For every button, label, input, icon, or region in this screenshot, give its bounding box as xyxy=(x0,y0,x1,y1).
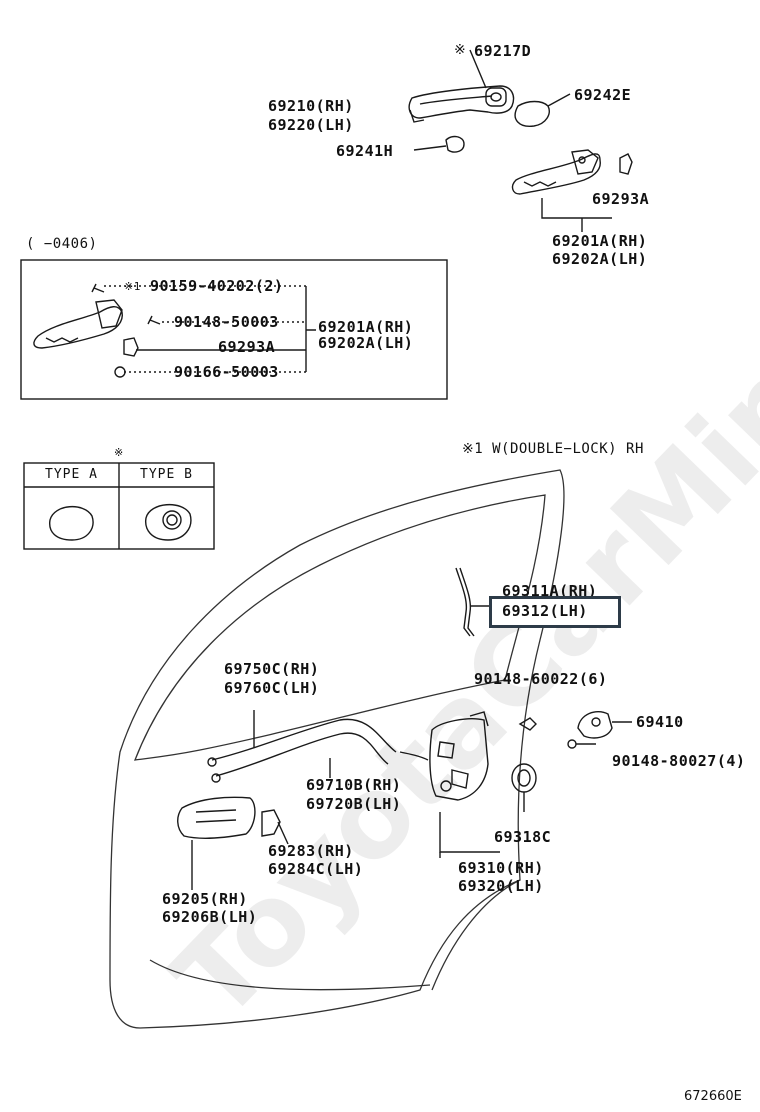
clip-icon xyxy=(619,153,633,175)
label-69318C: 69318C xyxy=(494,828,552,846)
label-inset-69293A: 69293A xyxy=(218,338,276,356)
handle-pad-icon xyxy=(413,135,465,153)
inset-range-label: ( −0406) xyxy=(26,236,98,252)
drawing-number: 672660E xyxy=(684,1089,742,1104)
label-69293A: 69293A xyxy=(592,190,650,208)
door-outline xyxy=(109,469,565,1029)
label-69312-lh: 69312(LH) xyxy=(502,602,588,620)
label-69201A-rh: 69201A(RH) xyxy=(552,232,648,250)
bolt-icon xyxy=(91,283,161,378)
label-90159-40202: 90159-40202(2) xyxy=(150,277,284,295)
label-90148-60022: 90148-60022(6) xyxy=(474,670,608,688)
label-69750C-rh: 69750C(RH) xyxy=(224,660,320,678)
type-b-cap-icon xyxy=(145,503,192,541)
striker-icon xyxy=(577,710,632,739)
leader-line xyxy=(469,49,487,89)
main-note: ※1 W(DOUBLE−LOCK) RH xyxy=(462,441,644,457)
type-b-header: TYPE B xyxy=(140,467,193,482)
type-table-mark: ※ xyxy=(114,446,124,459)
label-90148-50003: 90148-50003 xyxy=(174,313,279,331)
switch-icon xyxy=(261,809,289,845)
inset-mark: ※1 xyxy=(124,280,141,293)
type-a-header: TYPE A xyxy=(45,467,98,482)
clip-icon xyxy=(123,337,139,357)
leader-line xyxy=(541,198,612,232)
label-69311A-rh: 69311A(RH) xyxy=(502,582,598,600)
note-mark: ※ xyxy=(454,42,467,58)
label-69210-rh: 69210(RH) xyxy=(268,97,354,115)
label-69241H: 69241H xyxy=(336,142,394,160)
type-table-frame xyxy=(23,462,215,550)
label-inset-69201A-rh: 69201A(RH) xyxy=(318,318,414,336)
label-90148-80027: 90148-80027(4) xyxy=(612,752,746,770)
door-lock-icon xyxy=(429,711,500,853)
screw-icon xyxy=(518,717,596,749)
plug-icon xyxy=(511,763,537,812)
inset-box-frame xyxy=(20,259,448,400)
label-69720B-lh: 69720B(LH) xyxy=(306,795,402,813)
leader-line xyxy=(104,285,306,373)
label-69202A-lh: 69202A(LH) xyxy=(552,250,648,268)
label-69284C-lh: 69284C(LH) xyxy=(268,860,364,878)
label-69206B-lh: 69206B(LH) xyxy=(162,908,258,926)
handle-frame-icon xyxy=(511,149,601,195)
label-69310-rh: 69310(RH) xyxy=(458,859,544,877)
label-69410: 69410 xyxy=(636,713,684,731)
leader-line xyxy=(136,286,316,372)
outside-handle-icon xyxy=(408,85,515,123)
label-69242E: 69242E xyxy=(574,86,632,104)
cable-icon xyxy=(207,710,429,783)
label-90166-50003: 90166-50003 xyxy=(174,363,279,381)
label-69217D: 69217D xyxy=(474,42,532,60)
type-a-cap-icon xyxy=(49,506,94,541)
label-69760C-lh: 69760C(LH) xyxy=(224,679,320,697)
label-69710B-rh: 69710B(RH) xyxy=(306,776,402,794)
inset-frame-icon xyxy=(33,299,123,349)
highlighted-part-box[interactable]: 69312(LH) xyxy=(489,596,621,628)
inner-handle-icon xyxy=(177,796,256,890)
label-69283-rh: 69283(RH) xyxy=(268,842,354,860)
lock-rod-icon xyxy=(455,567,490,637)
label-69220-lh: 69220(LH) xyxy=(268,116,354,134)
label-69320-lh: 69320(LH) xyxy=(458,877,544,895)
label-69205-rh: 69205(RH) xyxy=(162,890,248,908)
handle-cap-icon xyxy=(514,93,571,127)
label-inset-69202A-lh: 69202A(LH) xyxy=(318,334,414,352)
